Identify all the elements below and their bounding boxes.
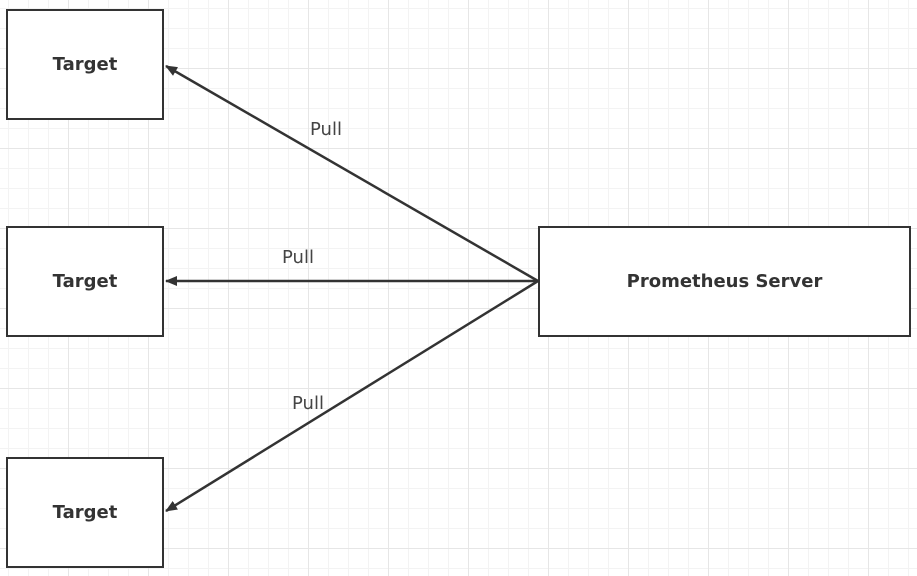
pull-label-3: Pull — [292, 393, 324, 414]
target-node-3-label: Target — [52, 502, 118, 523]
pull-arrow-1 — [165, 64, 539, 283]
prometheus-server-node[interactable]: Prometheus Server — [538, 226, 911, 337]
target-node-2-label: Target — [52, 271, 118, 292]
target-node-3[interactable]: Target — [6, 457, 164, 568]
prometheus-server-label: Prometheus Server — [626, 271, 823, 292]
pull-label-1: Pull — [310, 119, 342, 140]
target-node-1[interactable]: Target — [6, 9, 164, 120]
target-node-2[interactable]: Target — [6, 226, 164, 337]
target-node-1-label: Target — [52, 54, 118, 75]
pull-label-2: Pull — [282, 247, 314, 268]
pull-arrow-3 — [165, 279, 539, 513]
